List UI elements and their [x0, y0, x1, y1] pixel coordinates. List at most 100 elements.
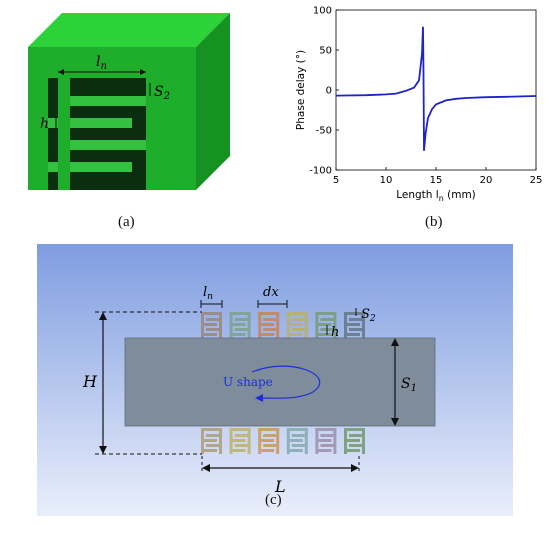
- s1-arrow-bottom: [391, 418, 399, 426]
- meander-segment: [347, 333, 360, 336]
- meander-segment: [219, 428, 222, 454]
- meander-segment: [247, 428, 251, 454]
- meander-segment: [347, 439, 360, 442]
- meander-segment: [318, 333, 332, 336]
- meander-segment: [304, 312, 308, 338]
- meander-segment: [289, 449, 303, 452]
- meander-segment: [206, 434, 219, 437]
- x-axis-label-subscript: n: [439, 194, 444, 203]
- meander-segment: [204, 333, 217, 336]
- x-tick-label: 5: [333, 175, 339, 186]
- meander-segment: [286, 428, 308, 431]
- meander-segment: [286, 312, 290, 338]
- s1-block: [124, 337, 436, 427]
- meander-segment: [204, 439, 217, 442]
- y-tick-label: 50: [319, 46, 332, 57]
- meander-segment: [232, 439, 246, 442]
- meander-fin: [70, 96, 146, 106]
- meander-unit: [344, 312, 365, 338]
- meander-segment: [291, 434, 305, 437]
- meander-segment: [344, 428, 365, 431]
- meander-segment: [229, 428, 251, 431]
- meander-segment: [234, 434, 248, 437]
- box-top-face: [28, 13, 230, 47]
- meander-segment: [320, 318, 334, 321]
- meander-segment: [349, 434, 362, 437]
- x-tick-label: 25: [530, 175, 543, 186]
- meander-segment: [234, 444, 248, 447]
- meander-segment: [362, 428, 365, 454]
- meander-segment: [232, 323, 246, 326]
- right-leg: [146, 78, 160, 190]
- panel-b-caption: (b): [425, 214, 443, 230]
- meander-segment: [201, 312, 204, 338]
- meander-segment: [344, 312, 365, 315]
- meander-segment: [261, 439, 275, 442]
- panel-c: H S1 L ln dx S2 h U shape (c): [37, 244, 513, 516]
- meander-segment: [362, 312, 365, 338]
- meander-segment: [347, 449, 360, 452]
- meander-segment: [219, 312, 222, 338]
- metasurface-layout: H S1 L ln dx S2 h U shape: [37, 244, 513, 516]
- phase-delay-line: [335, 26, 537, 151]
- meander-segment: [286, 312, 308, 315]
- meander-segment: [344, 428, 347, 454]
- y-tick-label: -100: [309, 166, 332, 177]
- meander-unit: [286, 428, 308, 454]
- meander-unit: [229, 312, 251, 338]
- meander-segment: [258, 312, 280, 315]
- s2-label: S2: [154, 84, 170, 102]
- meander-segment: [261, 449, 275, 452]
- meander-segment: [232, 449, 246, 452]
- panel-a-caption: (a): [118, 214, 135, 230]
- h-small-label: h: [331, 325, 339, 340]
- s1-arrow-top: [391, 338, 399, 346]
- s1-label: S1: [401, 376, 417, 394]
- meander-segment: [318, 449, 332, 452]
- meander-segment: [315, 428, 319, 454]
- meander-unit: [344, 428, 365, 454]
- meander-segment: [263, 434, 277, 437]
- meander-segment: [258, 312, 262, 338]
- meander-segment: [276, 312, 280, 338]
- meander-segment: [349, 328, 362, 331]
- meander-segment: [258, 428, 262, 454]
- meander-segment: [229, 428, 233, 454]
- inner-column: [58, 78, 70, 190]
- h-label: h: [40, 116, 49, 132]
- s2-label: S2: [361, 307, 376, 324]
- meander-unit: [258, 312, 280, 338]
- dx-label: dx: [263, 285, 279, 300]
- meander-segment: [333, 428, 337, 454]
- meander-segment: [204, 449, 217, 452]
- meander-unit: [315, 428, 337, 454]
- meander-unit: [258, 428, 280, 454]
- ln-arrowhead-left: [58, 69, 64, 75]
- box-side-face: [196, 13, 230, 190]
- u-shape-unit-3d-render: ln S2 h: [28, 13, 230, 190]
- meander-fin: [48, 118, 132, 128]
- ln-arrowhead-right: [140, 69, 146, 75]
- meander-segment: [320, 434, 334, 437]
- meander-unit: [229, 428, 251, 454]
- meander-unit: [201, 428, 222, 454]
- meander-segment: [286, 428, 290, 454]
- meander-segment: [289, 323, 303, 326]
- meander-segment: [291, 444, 305, 447]
- h-arrow-bottom: [99, 446, 107, 454]
- meander-segment: [289, 333, 303, 336]
- meander-segment: [201, 312, 222, 315]
- panel-c-caption: (c): [265, 492, 282, 508]
- meander-segment: [315, 428, 337, 431]
- meander-segment: [261, 333, 275, 336]
- meander-segment: [204, 323, 217, 326]
- x-tick-label: 10: [380, 175, 393, 186]
- ln-label: ln: [96, 54, 107, 72]
- meander-segment: [229, 312, 233, 338]
- panel-a: ln S2 h (a): [0, 0, 260, 230]
- meander-segment: [234, 328, 248, 331]
- H-label: H: [82, 372, 98, 391]
- meander-segment: [315, 312, 319, 338]
